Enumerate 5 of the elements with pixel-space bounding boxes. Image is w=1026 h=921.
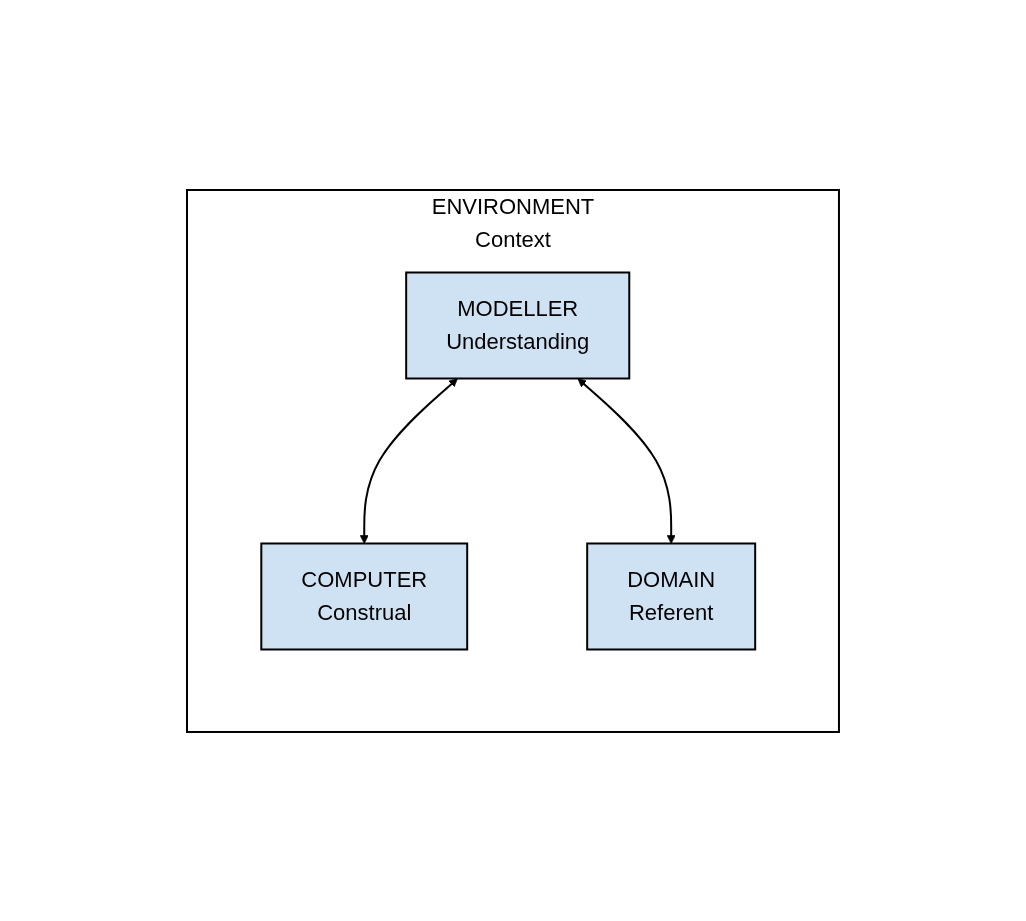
arrow: [359, 377, 458, 544]
node-box: DOMAIN Referent: [586, 542, 757, 650]
arrow: [577, 377, 676, 544]
node-box: MODELLER Understanding: [405, 271, 631, 379]
node-box: COMPUTER Construal: [260, 542, 469, 650]
